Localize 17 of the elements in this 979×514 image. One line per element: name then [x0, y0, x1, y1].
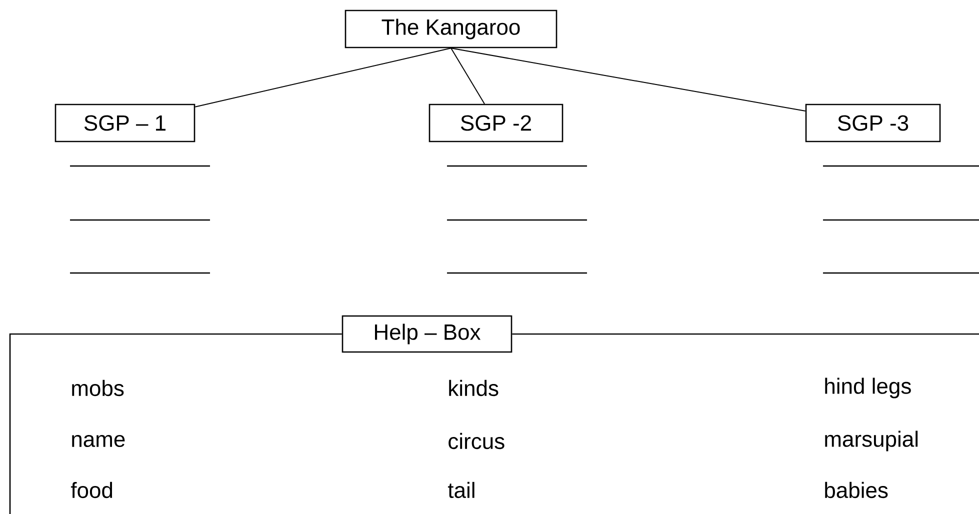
help-word: tail	[448, 482, 474, 498]
connector-line	[450, 48, 806, 112]
help-box: Help – Box	[342, 315, 512, 353]
help-word: circus	[448, 432, 504, 450]
title-box: The Kangaroo	[344, 10, 558, 48]
connector-line	[450, 48, 485, 104]
help-word: marsupial	[825, 430, 918, 452]
help-word: hind legs	[825, 378, 911, 398]
topic-box: SGP -2	[428, 104, 564, 142]
help-word: kinds	[449, 380, 498, 396]
help-word: babies	[825, 482, 888, 498]
topic-box: SGP -3	[805, 104, 941, 142]
connector-line	[194, 48, 452, 108]
help-word: name	[72, 434, 125, 448]
help-word: mobs	[72, 380, 124, 396]
help-word: food	[70, 482, 112, 498]
topic-box: SGP – 1	[54, 104, 196, 142]
